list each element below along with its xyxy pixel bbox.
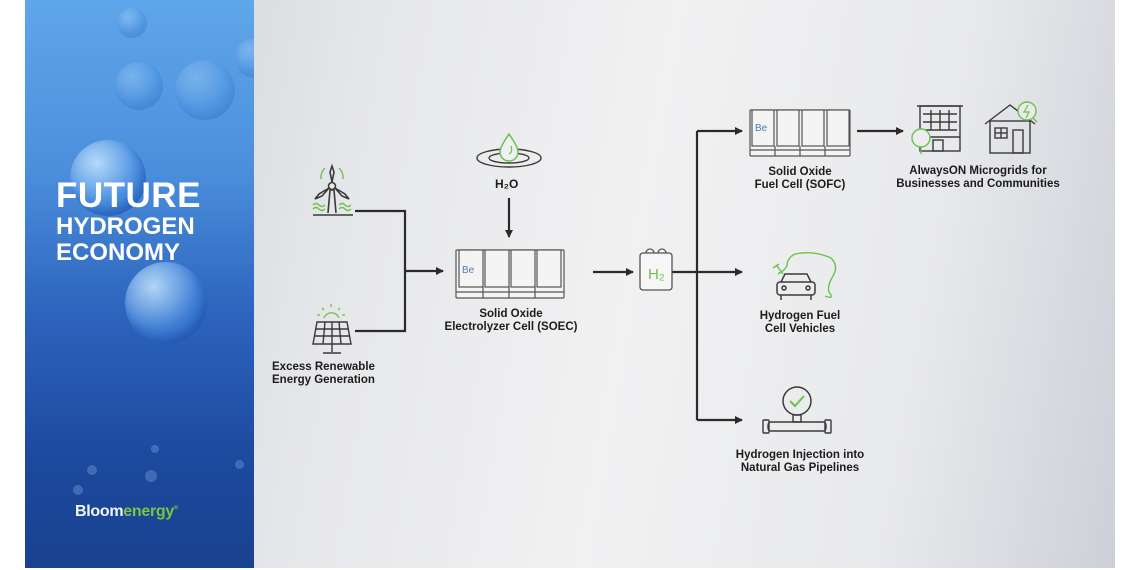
pipelines-label-line-1: Hydrogen Injection into [735,449,865,461]
soec-label-line-1: Solid Oxide [479,308,543,320]
water-label: H₂O [495,177,519,191]
connector-renewables [355,209,407,333]
microgrids-label-line-2: Businesses and Communities [896,178,1060,190]
flow-diagram: Be H₂ Be [312,101,1038,434]
microgrids-label-line-1: AlwaysON Microgrids for [909,165,1047,177]
molecule-bubble [70,140,146,216]
logo-mark: ® [173,505,179,512]
water-drop-icon [476,132,542,168]
wind-turbine-icon [312,163,353,216]
car-plug-icon [772,251,837,300]
title-line-1: FUTURE [56,176,201,215]
title-line-3: ECONOMY [56,239,181,266]
molecule-bubble [235,38,254,78]
soec-badge: Be [462,265,475,276]
sofc-label-line-2: Fuel Cell (SOFC) [754,179,846,191]
title-line-2: HYDROGEN [56,213,195,240]
solar-panel-icon [312,304,352,354]
pipeline-gauge-icon [762,386,832,434]
bokeh-dot [87,465,97,475]
renewables-label: Excess Renewable Energy Generation [272,361,375,387]
molecule-bubble [117,8,147,38]
pipelines-label-line-2: Natural Gas Pipelines [740,462,860,474]
sofc-label-line-1: Solid Oxide [768,166,832,178]
sofc-stack-icon [749,109,851,157]
soec-label: Solid Oxide Electrolyzer Cell (SOEC) [443,308,579,334]
building-icon [911,105,963,154]
renewables-label-line-2: Energy Generation [272,374,375,386]
vehicles-label-line-1: Hydrogen Fuel [759,310,841,322]
hydrogen-label: H₂ [648,266,665,283]
pipelines-label: Hydrogen Injection into Natural Gas Pipe… [725,449,875,475]
vehicles-label: Hydrogen Fuel Cell Vehicles [745,310,855,336]
infographic: FUTURE HYDROGEN ECONOMY Bloomenergy® [25,0,1115,568]
bokeh-dot [73,485,83,495]
vehicles-label-line-2: Cell Vehicles [764,323,836,335]
sofc-badge: Be [755,123,768,134]
hydrogen-tank-icon [639,248,673,291]
microgrids-label: AlwaysON Microgrids for Businesses and C… [893,165,1063,191]
molecule-bubble [115,62,163,110]
house-icon [984,101,1038,154]
logo-light-text: energy [123,503,174,520]
soec-label-line-2: Electrolyzer Cell (SOEC) [444,321,578,333]
molecule-bubble [125,262,207,344]
logo-bold-text: Bloom [75,503,124,520]
bokeh-dot [235,460,244,469]
bokeh-dot [151,445,159,453]
soec-stack-icon [455,249,565,299]
bokeh-dot [145,470,157,482]
molecule-bubble [175,60,235,120]
page-title: FUTURE HYDROGEN ECONOMY [56,178,201,265]
bloom-energy-logo: Bloomenergy® [75,503,178,521]
renewables-label-line-1: Excess Renewable [272,361,375,373]
sidebar-panel: FUTURE HYDROGEN ECONOMY Bloomenergy® [25,0,254,568]
sofc-label: Solid Oxide Fuel Cell (SOFC) [740,166,860,192]
